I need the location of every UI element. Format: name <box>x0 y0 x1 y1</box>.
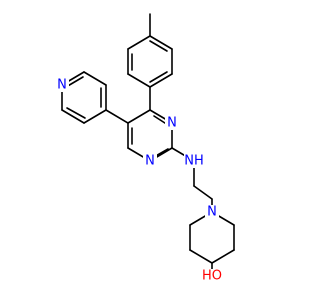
atom-label-n-pyrimidine-upper: N <box>167 116 177 131</box>
bond-pyrimidine-1 <box>127 109 151 124</box>
atom-bg <box>55 78 69 92</box>
bond-pyridine-double-1 <box>66 107 86 119</box>
atom-label-n-pyridine: N <box>57 78 67 93</box>
atom-label-n-pyrimidine-lower: N <box>145 154 155 169</box>
bond-pyridine-2 <box>61 109 85 124</box>
atom-bg <box>143 154 157 168</box>
atom-bg <box>200 269 224 283</box>
bond-tolyl-double-3 <box>149 40 168 52</box>
bond-tolyl-3 <box>127 73 151 88</box>
molecule-canvas: N N N NH N HO <box>55 13 235 284</box>
atom-label-n-piperidine: N <box>207 205 217 220</box>
bond-tolyl-double-2 <box>149 71 168 83</box>
bond-pyridine-5 <box>83 71 107 86</box>
bond-piperidine-3 <box>211 249 235 264</box>
bond-tolyl-4 <box>149 73 173 88</box>
atom-label-nh-linker: NH <box>184 154 204 169</box>
atom-bg <box>184 154 204 168</box>
bond-pyridine-1 <box>83 109 107 124</box>
bond-pyrimidine-pyridine <box>105 109 129 124</box>
molecule-structure: N N N NH N HO <box>55 13 235 284</box>
bond-tolyl-6 <box>149 35 173 50</box>
atom-label-hydroxyl: HO <box>202 269 222 284</box>
bond-piperidine-4 <box>189 249 213 264</box>
atom-bg <box>165 116 179 130</box>
bond-tolyl-1 <box>127 35 151 50</box>
atom-bg <box>205 205 219 219</box>
bond-ch2-ch2 <box>193 185 213 200</box>
